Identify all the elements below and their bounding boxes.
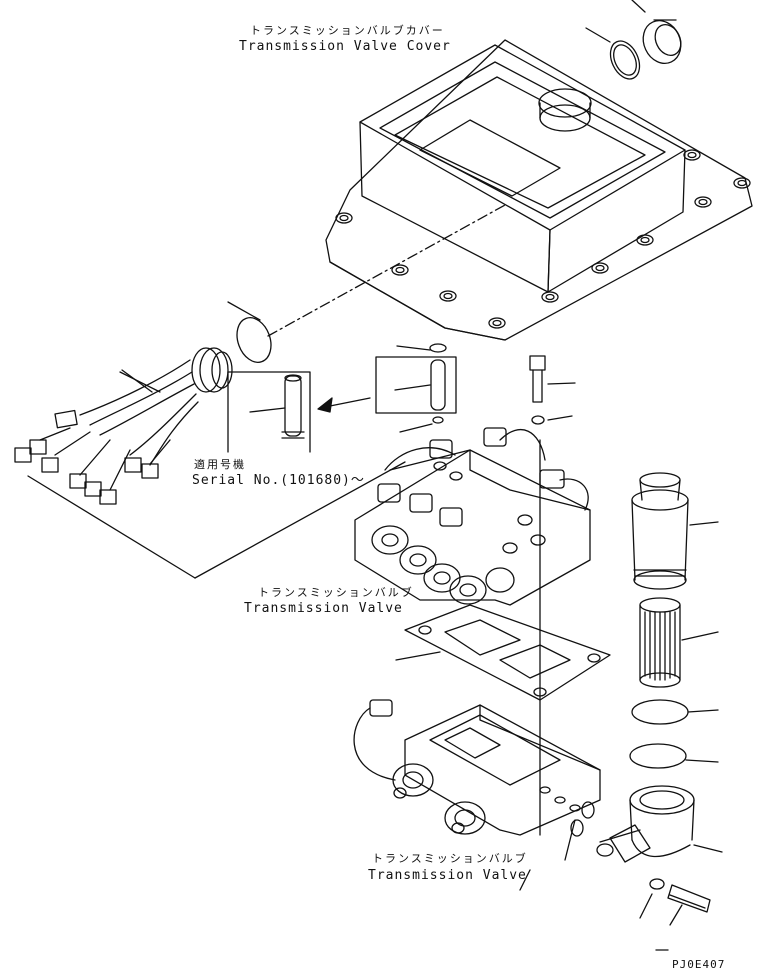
filter-oring	[631, 699, 689, 725]
leader-filter-head	[693, 844, 723, 853]
transmission-valve-cover	[325, 39, 753, 341]
upper-valve-label-en: Transmission Valve	[244, 601, 403, 616]
cover-label-en: Transmission Valve Cover	[239, 39, 451, 54]
leader-harness	[121, 369, 153, 393]
upper-solenoids	[371, 525, 515, 605]
serial-inset	[227, 371, 311, 453]
inset-arrow-head	[317, 397, 333, 413]
assembly-line-cover	[267, 204, 506, 337]
leader-filter-case	[689, 521, 719, 526]
lower-valve-label-en: Transmission Valve	[368, 868, 527, 883]
filter-element	[639, 597, 681, 688]
leader-lower-label	[519, 869, 531, 891]
leader-filter-element	[681, 631, 719, 641]
leader-filter-seal	[685, 759, 719, 763]
filter-head	[596, 785, 695, 863]
serial-label-en: Serial No.(101680)〜	[192, 473, 365, 488]
leader-filter-oring	[687, 709, 719, 713]
leader-lower-orings	[564, 819, 576, 861]
leader-filter-bolt	[639, 893, 683, 926]
small-oring	[432, 416, 444, 424]
leader-rings	[631, 0, 646, 13]
upper-inset	[375, 343, 457, 414]
harness-bracket-right	[194, 461, 406, 579]
filter-case	[631, 472, 689, 590]
valve-bolt	[529, 355, 576, 425]
cover-bolt-holes	[335, 149, 751, 329]
upper-transmission-valve	[354, 427, 591, 606]
seal-rings	[609, 19, 682, 80]
lower-valve-label-jp: トランスミッションバルブ	[372, 852, 528, 865]
leader-small-oring	[399, 423, 433, 433]
lower-transmission-valve	[353, 699, 601, 837]
upper-valve-label-jp: トランスミッションバルブ	[258, 586, 414, 599]
valve-gasket	[404, 604, 611, 701]
harness-bracket-left	[27, 475, 196, 579]
inset-arrow-shaft	[329, 397, 371, 407]
filter-bolt	[649, 878, 711, 913]
cover-label-jp: トランスミッションバルブカバー	[250, 24, 445, 37]
leader-ring-small	[585, 27, 611, 43]
filter-seal	[629, 743, 687, 769]
serial-label-jp: 適用号機	[194, 458, 246, 471]
drawing-code: PJ0E407	[672, 958, 726, 971]
leader-gasket	[395, 651, 441, 661]
wiring-harness	[14, 301, 272, 505]
